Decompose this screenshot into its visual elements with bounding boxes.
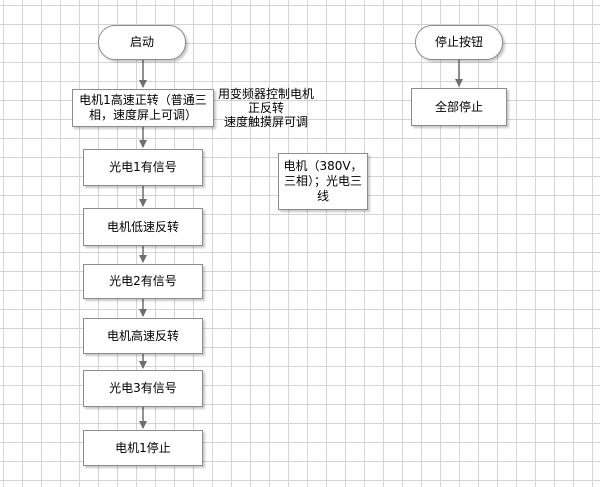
step-photo3-signal: 光电3有信号 [83, 370, 203, 407]
vfd-line: 正反转 [247, 101, 284, 115]
vfd-line: 用变频器控制电机 [217, 87, 314, 101]
step-label: 电机1停止 [115, 440, 171, 455]
stop-button-terminal: 停止按钮 [415, 25, 503, 60]
step-motor1-high-forward: 电机1高速正转（普通三相，速度屏上可调） [72, 89, 214, 127]
step-motor1-stop: 电机1停止 [83, 430, 203, 466]
step-label: 光电2有信号 [109, 274, 177, 288]
start-terminal: 启动 [98, 25, 186, 60]
step-label: 光电3有信号 [109, 381, 177, 395]
stop-button-label: 停止按钮 [434, 35, 483, 49]
vfd-line: 速度触摸屏可调 [223, 115, 308, 129]
step-photo2-signal: 光电2有信号 [83, 264, 203, 299]
motor-spec-text: 电机（380V，三相）；光电三线 [283, 159, 363, 203]
step-label: 光电1有信号 [109, 160, 177, 174]
step-label: 电机1高速正转（普通三相，速度屏上可调） [79, 93, 207, 122]
step-label: 电机高速反转 [106, 328, 179, 343]
step-photo1-signal: 光电1有信号 [83, 149, 203, 186]
vfd-annotation: 用变频器控制电机 正反转 速度触摸屏可调 [214, 87, 318, 129]
step-label: 全部停止 [434, 99, 483, 114]
start-label: 启动 [129, 35, 154, 49]
step-motor-high-reverse: 电机高速反转 [83, 318, 203, 354]
motor-spec-note: 电机（380V，三相）；光电三线 [278, 153, 368, 210]
step-label: 电机低速反转 [106, 219, 179, 234]
step-all-stop: 全部停止 [411, 88, 507, 126]
step-motor-low-reverse: 电机低速反转 [83, 208, 203, 246]
